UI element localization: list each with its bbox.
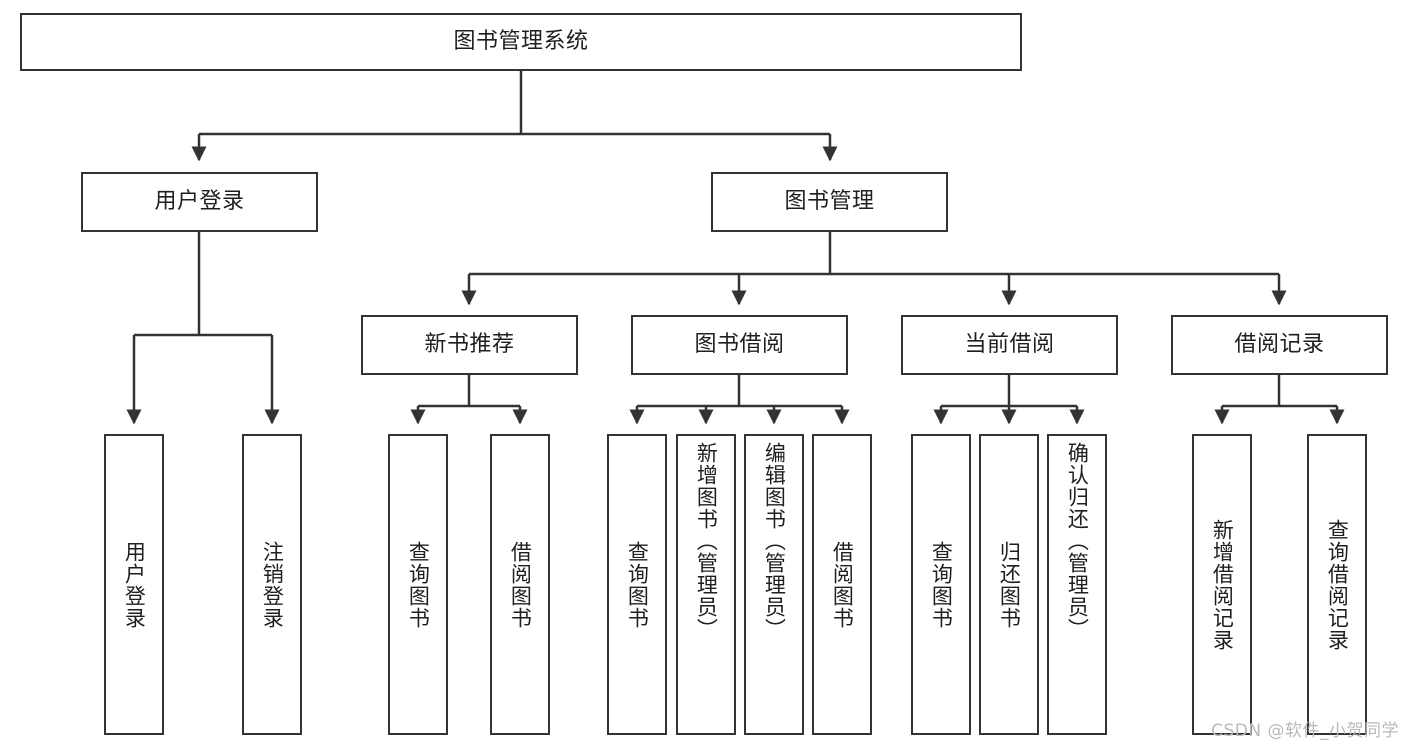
leaf-logout-login-label: 注销登录: [260, 540, 285, 629]
leaf-return-book-label: 归还图书: [997, 540, 1022, 629]
node-new-book-recommend[interactable]: 新书推荐: [361, 315, 578, 375]
leaf-user-login[interactable]: 用户登录: [104, 434, 164, 735]
leaf-user-login-label: 用户登录: [122, 540, 147, 629]
leaf-confirm-return[interactable]: 确认归还（管理员）: [1047, 434, 1107, 735]
leaf-add-record[interactable]: 新增借阅记录: [1192, 434, 1252, 735]
leaf-return-book[interactable]: 归还图书: [979, 434, 1039, 735]
node-root[interactable]: 图书管理系统: [20, 13, 1022, 71]
leaf-edit-book-label: 编辑图书（管理员）: [762, 442, 787, 640]
leaf-add-book-label: 新增图书（管理员）: [694, 442, 719, 640]
leaf-borrow-book-1[interactable]: 借阅图书: [490, 434, 550, 735]
node-book-management[interactable]: 图书管理: [711, 172, 948, 232]
node-borrow-record-label: 借阅记录: [1234, 331, 1325, 357]
leaf-borrow-book-2[interactable]: 借阅图书: [812, 434, 872, 735]
node-current-borrow[interactable]: 当前借阅: [901, 315, 1118, 375]
node-user-login-label: 用户登录: [154, 188, 245, 214]
leaf-add-book[interactable]: 新增图书（管理员）: [676, 434, 736, 735]
leaf-borrow-book-2-label: 借阅图书: [830, 540, 855, 629]
node-new-book-recommend-label: 新书推荐: [424, 331, 515, 357]
node-book-borrow[interactable]: 图书借阅: [631, 315, 848, 375]
leaf-query-book-2[interactable]: 查询图书: [607, 434, 667, 735]
leaf-query-book-3-label: 查询图书: [929, 540, 954, 629]
node-book-borrow-label: 图书借阅: [694, 331, 785, 357]
node-root-label: 图书管理系统: [453, 28, 589, 54]
node-user-login[interactable]: 用户登录: [81, 172, 318, 232]
node-book-management-label: 图书管理: [784, 188, 875, 214]
leaf-borrow-book-1-label: 借阅图书: [508, 540, 533, 629]
leaf-query-book-2-label: 查询图书: [625, 540, 650, 629]
leaf-query-book-1[interactable]: 查询图书: [388, 434, 448, 735]
node-current-borrow-label: 当前借阅: [964, 331, 1055, 357]
leaf-query-record-label: 查询借阅记录: [1325, 518, 1350, 651]
leaf-query-book-3[interactable]: 查询图书: [911, 434, 971, 735]
leaf-add-record-label: 新增借阅记录: [1210, 518, 1235, 651]
leaf-logout-login[interactable]: 注销登录: [242, 434, 302, 735]
leaf-query-book-1-label: 查询图书: [406, 540, 431, 629]
leaf-edit-book[interactable]: 编辑图书（管理员）: [744, 434, 804, 735]
node-borrow-record[interactable]: 借阅记录: [1171, 315, 1388, 375]
leaf-query-record[interactable]: 查询借阅记录: [1307, 434, 1367, 735]
leaf-confirm-return-label: 确认归还（管理员）: [1065, 442, 1090, 640]
